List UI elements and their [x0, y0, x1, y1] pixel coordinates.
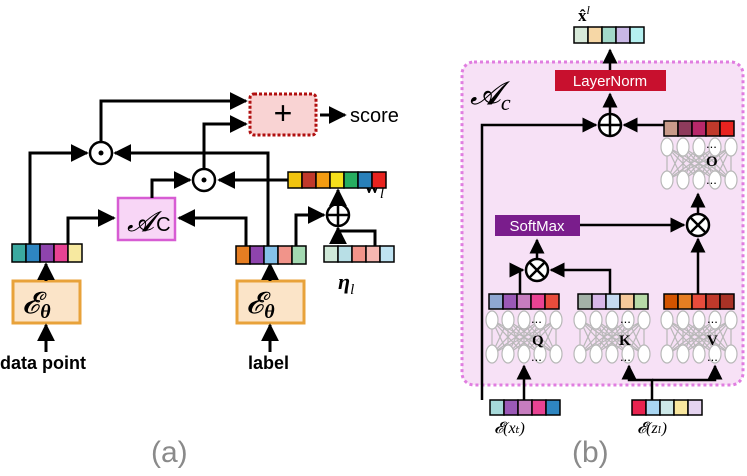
- input-x-label: 𝓔(xₜ): [494, 420, 525, 437]
- data-embedding-vector: [11, 243, 83, 263]
- data-point-label: data point: [0, 353, 86, 373]
- panel-b: 𝓐c LayerNorm SoftMax Q K V O ... ... ...…: [460, 3, 745, 469]
- sum-box: [248, 92, 318, 137]
- caption-b: (b): [572, 436, 609, 469]
- q-input-vector: [488, 293, 560, 310]
- v-linear-icon: [660, 310, 738, 364]
- attention-box-a: [116, 196, 177, 242]
- label-label: label: [248, 353, 289, 373]
- q-linear-icon: [485, 310, 563, 364]
- eta-vector: [323, 245, 395, 263]
- input-z-label: 𝓔(zₗ): [637, 420, 667, 437]
- ellipsis-v-bot: ...: [707, 349, 718, 364]
- ellipsis-v-top: ...: [707, 311, 718, 326]
- o-linear-icon: [660, 137, 738, 190]
- k-linear-icon: [573, 310, 651, 364]
- q-label: Q: [532, 333, 544, 349]
- ellipsis-o-top: ...: [706, 136, 717, 151]
- caption-a: (a): [151, 436, 188, 469]
- layernorm-label: LayerNorm: [573, 73, 647, 90]
- ellipsis-q-bot: ...: [531, 349, 542, 364]
- ellipsis-k-bot: ...: [620, 349, 631, 364]
- k-input-vector: [577, 293, 649, 310]
- softmax-box: [495, 215, 580, 236]
- v-label: V: [707, 333, 718, 349]
- z-input-vector: [631, 399, 703, 416]
- x-input-vector: [489, 399, 561, 416]
- o-input-vector: [663, 120, 735, 137]
- eta-label: ηl: [338, 269, 354, 298]
- output-vector: [573, 26, 645, 44]
- k-label: K: [619, 333, 631, 349]
- ellipsis-k-top: ...: [620, 311, 631, 326]
- sum-symbol: +: [274, 95, 293, 131]
- softmax-label: SoftMax: [509, 218, 565, 235]
- label-embedding-vector: [235, 245, 307, 265]
- encoder-box-left: [11, 279, 82, 325]
- layernorm-box: [555, 70, 666, 91]
- weight-vector: [287, 171, 387, 189]
- output-label: x̂l: [578, 3, 591, 25]
- score-label: score: [350, 105, 399, 127]
- v-input-vector: [663, 293, 735, 310]
- ellipsis-o-bot: ...: [706, 172, 717, 187]
- o-label: O: [706, 154, 718, 170]
- ellipsis-q-top: ...: [531, 311, 542, 326]
